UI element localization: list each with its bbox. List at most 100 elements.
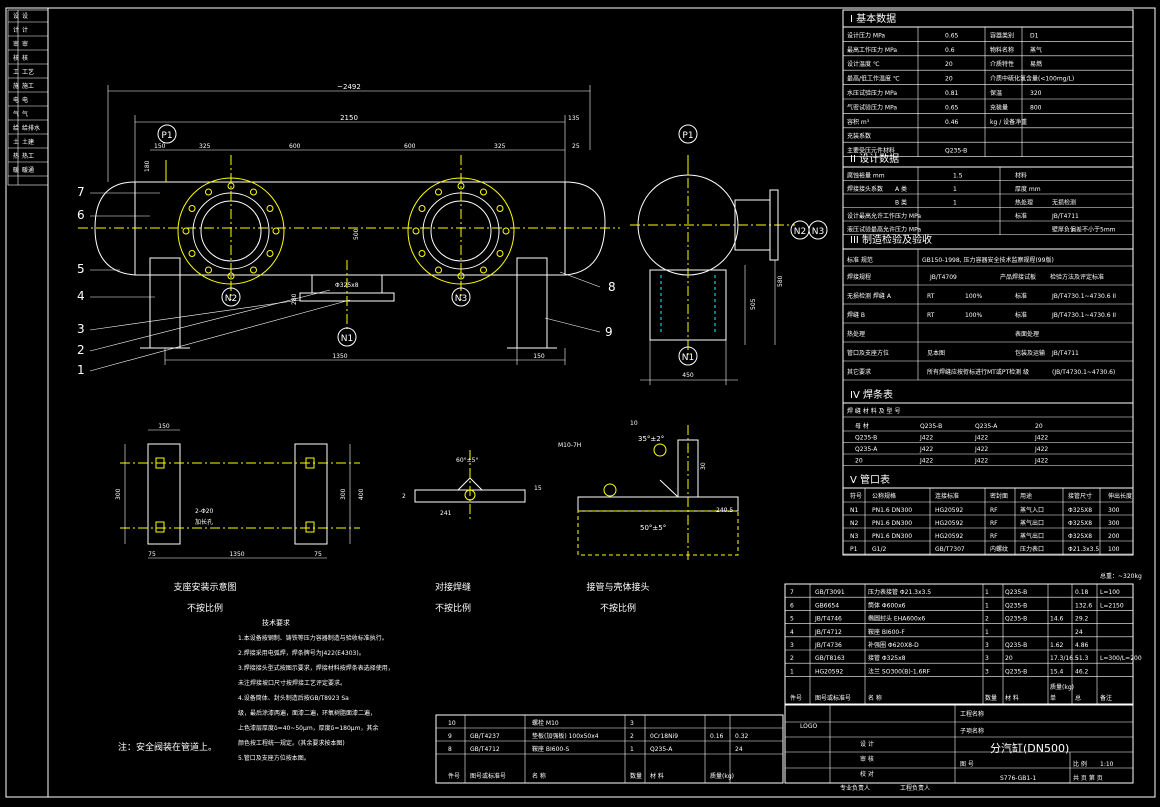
left-strip-labels: 设设计计审审核核工工艺施施工电电气气给给排水土土建热热工暖暖通 (8, 12, 48, 177)
basic-data-title: I 基本数据 (850, 12, 896, 25)
basic-row-value: 20 (945, 76, 953, 83)
parts-cell: 椭圆封头 EHA600x6 (868, 615, 925, 623)
notes-title: 技术要求 (262, 618, 290, 627)
lower-parts-cell: 24 (735, 746, 743, 753)
bolt-hole (205, 188, 212, 196)
inspection-row-c: 标准 (1015, 311, 1027, 319)
inspection-row-c: 包装及运输 (1015, 349, 1045, 357)
title-block-frame (784, 704, 1134, 784)
butt-label: 60°±5° (456, 457, 478, 464)
saddle-right (516, 257, 548, 349)
side-dim: 580 (777, 275, 784, 287)
bolt-hole (182, 227, 190, 235)
part-number-label: 5 (77, 262, 85, 276)
nozzle-cell: PN1.6 DN300 (872, 507, 912, 514)
support-detail (120, 429, 360, 559)
total-weight: 总重：~320kg (1100, 572, 1142, 580)
parts-cell: L=300/L=200 (1100, 655, 1142, 662)
bolt-hole (272, 227, 280, 235)
parts-cell: 1 (985, 629, 989, 636)
lower-parts-cell: GB/T4712 (470, 746, 500, 753)
inspection-row-b: 100% (965, 312, 982, 319)
inspection-row-a: RT (927, 293, 935, 300)
left-strip-label: 电 (22, 96, 28, 104)
left-strip-label: 施工 (22, 82, 34, 90)
side-nozzle-balloon (678, 346, 698, 366)
basic-row-label-right: 物料名称 (990, 46, 1014, 54)
basic-row-label: 水压试验压力 MPa (847, 89, 897, 97)
basic-row-value-right: 320 (1030, 90, 1042, 97)
parts-cell: L=100 (1100, 589, 1120, 596)
nozzle-header-cell: 公称规格 (872, 492, 896, 500)
part-number-label: 2 (77, 343, 85, 357)
basic-row-value: 0.65 (945, 104, 959, 111)
parts-cell: 鞍座 BI600-F (868, 628, 905, 636)
parts-cell: 46.2 (1075, 668, 1089, 675)
parts-cell: 3 (985, 642, 989, 649)
side-nozzle-flange (769, 189, 779, 261)
part-number-label: 9 (605, 325, 613, 339)
dim-overall-length: ~2492 (337, 83, 361, 91)
inspection-row-label: 其它要求 (847, 368, 871, 376)
inspection-title: III 制造检验及验收 (850, 233, 932, 246)
basic-row-label-right: 保温 (990, 89, 1002, 97)
design-row-a: A 类 (895, 185, 907, 193)
nozzle-cell: 内螺纹 (990, 545, 1008, 553)
lower-parts-cell: 1 (630, 746, 634, 753)
company-logo: LOGO (800, 723, 818, 730)
notes-line: 5.管口及支座方位按本图。 (238, 754, 310, 762)
left-strip-char: 审 (13, 40, 19, 48)
part-number-label: 1 (77, 363, 85, 377)
inspection-row-extra: 产品焊接试板 (1000, 273, 1036, 281)
design-row-c: 厚度 mm (1015, 185, 1041, 193)
design-row-a: B 类 (895, 199, 907, 207)
basic-row-label-right: 容器类别 (990, 31, 1014, 39)
weld-cell: J422 (1034, 435, 1048, 442)
inspection-row-label: 焊接规程 (847, 273, 871, 281)
nozzle-balloon-label: P1 (161, 131, 172, 141)
nozzle-detail-label: 50°±5° (640, 524, 666, 532)
nozzle-cell: HG20592 (935, 507, 963, 514)
inspection-row-c: 表面处理 (1015, 330, 1039, 338)
title-block-label: 工程负责人 (900, 784, 930, 792)
bolt-hole (266, 250, 274, 257)
design-row-b: 1.5 (953, 173, 963, 180)
basic-row-value-right: 蒸气 (1030, 46, 1042, 54)
left-strip-char: 施 (13, 82, 19, 90)
part-number-label: 7 (77, 185, 85, 199)
nozzle-cell: 200 (1108, 533, 1120, 540)
lower-parts-cell: 垫板(加强板) 100x50x4 (532, 732, 599, 740)
parts-cell: Q235-B (1005, 602, 1027, 609)
parts-cell: 1 (790, 668, 794, 675)
nozzle-cell: N2 (850, 520, 858, 527)
left-strip-label: 土建 (22, 138, 34, 146)
inspection-row-label: 管口及支座方位 (847, 349, 889, 357)
basic-row-label: 最高工作压力 MPa (847, 46, 897, 54)
parts-cell: 24 (1075, 629, 1083, 636)
support-dim: 300 (340, 488, 347, 500)
nozzle-joint-detail (577, 425, 739, 560)
parts-cell: 20 (1005, 655, 1013, 662)
dim-saddle-span: 1350 (332, 353, 347, 360)
parts-cell: 4 (790, 629, 794, 636)
weld-cell: Q235-A (855, 446, 878, 453)
weld-header-cell: 20 (1035, 423, 1043, 430)
basic-row-value: 0.46 (945, 119, 959, 126)
inspection-row-d: JB/T4730.1~4730.6 II (1051, 293, 1116, 300)
parts-cell: JB/T4746 (814, 616, 842, 623)
basic-row-label: 容积 m³ (847, 118, 870, 126)
inspection-row-d: (JB/T4730.1~4730.6) (1052, 369, 1115, 376)
butt-weld-detail (414, 450, 526, 520)
nozzle-cell: G1/2 (872, 546, 886, 553)
lower-parts-cell: 2 (630, 733, 634, 740)
nozzle-detail-label: 240.5 (716, 507, 733, 514)
drawing-scale: 1:10 (1100, 761, 1114, 768)
basic-row-value-right: 800 (1030, 104, 1042, 111)
outer-frame (5, 7, 1156, 798)
dim-saddle-right: 150 (533, 353, 545, 360)
parts-cell: 29.2 (1075, 616, 1089, 623)
inspection-row-b: I (965, 369, 967, 376)
basic-row-label: 充装系数 (847, 132, 871, 140)
notes-side: 注：安全阀装在管道上。 (118, 741, 217, 753)
side-nozzle-balloon-label: N1 (682, 353, 694, 363)
